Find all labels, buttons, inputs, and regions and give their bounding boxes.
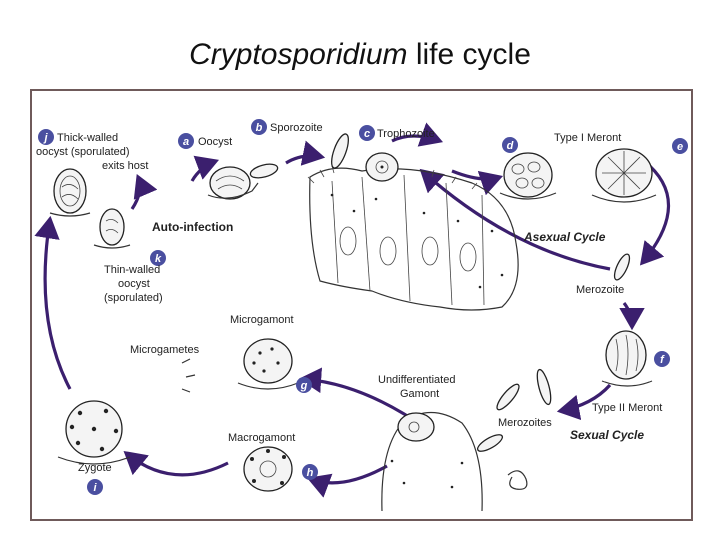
label-macrogamont: Macrogamont (228, 432, 295, 444)
badge-h-letter: h (307, 467, 314, 479)
stage-merozoite (613, 253, 631, 281)
label-auto-infection: Auto-infection (152, 220, 233, 234)
badge-k-letter: k (155, 253, 162, 265)
label-trophozoite: Trophozoite (377, 128, 435, 140)
badge-g-letter: g (300, 380, 308, 392)
stage-d-type1-meront (499, 152, 557, 200)
label-merozoite: Merozoite (576, 284, 624, 296)
stage-h-macrogamont (243, 446, 293, 492)
badge-b: b (251, 119, 267, 135)
arrow-c-to-d (451, 169, 504, 196)
arrow-merozoite-to-typeII (619, 302, 645, 331)
stage-c-trophozoite (365, 152, 399, 182)
slide-title: Cryptosporidium life cycle (0, 38, 720, 72)
label-sporozoite: Sporozoite (270, 122, 323, 134)
badge-c: c (359, 125, 375, 141)
arrow-a-to-b (285, 140, 326, 166)
stage-a-oocyst (207, 163, 279, 200)
label-thin-oocyst: oocyst (118, 278, 150, 290)
label-merozoites: Merozoites (498, 417, 552, 429)
stage-k-thin-oocyst (93, 208, 131, 249)
title-rest-part: life cycle (407, 38, 531, 71)
arrow-macrogamont-to-zygote (123, 450, 229, 477)
badge-k: k (150, 250, 166, 266)
label-oocyst: Oocyst (198, 136, 232, 148)
stage-microgametes (181, 358, 196, 393)
stage-i-zygote (57, 400, 131, 465)
label-sexual-cycle: Sexual Cycle (570, 428, 644, 442)
stage-undifferentiated-gamont (381, 411, 483, 512)
label-microgametes: Microgametes (130, 344, 200, 356)
badge-j-letter: j (42, 132, 48, 144)
badge-i-letter: i (93, 482, 97, 494)
badge-b-letter: b (256, 122, 263, 134)
host-epithelium (307, 165, 519, 311)
label-zygote: Zygote (78, 462, 112, 474)
label-gamont: Gamont (400, 388, 439, 400)
badge-e-letter: e (677, 141, 683, 153)
badge-h: h (302, 464, 318, 480)
stage-merozoites-pair (476, 368, 552, 452)
label-type1-meront: Type I Meront (554, 132, 621, 144)
stage-j-thick-oocyst (49, 168, 91, 217)
stage-b-sporozoite (331, 133, 349, 169)
cycle-arrows (34, 122, 671, 498)
badge-i: i (87, 479, 103, 495)
arrow-auto-infection (130, 174, 158, 210)
badge-d-letter: d (507, 140, 514, 152)
arrow-b-to-c (391, 122, 444, 147)
label-thick-walled: Thick-walled (57, 132, 118, 144)
badge-a-letter: a (183, 136, 189, 148)
arrow-gamont-to-macrogamont (307, 464, 388, 498)
stage-e-mature-meront (591, 148, 657, 203)
arrow-typeII-to-merozoites (556, 383, 612, 421)
label-microgamont: Microgamont (230, 314, 294, 326)
life-cycle-diagram: j a b c d e f g h i k Thick-walled oocys… (34, 119, 688, 512)
label-thin-sporulated: (sporulated) (104, 292, 163, 304)
label-oocyst-sporulated: oocyst (sporulated) (36, 146, 130, 158)
stage-g-microgamont (237, 338, 299, 390)
label-thin-walled: Thin-walled (104, 264, 160, 276)
stage-loose-sporozoite (507, 470, 528, 490)
badge-d: d (502, 137, 518, 153)
badge-e: e (672, 138, 688, 154)
badge-j: j (38, 129, 54, 145)
badge-g: g (296, 377, 312, 393)
arrow-asexual-return (419, 168, 611, 271)
life-cycle-figure: j a b c d e f g h i k Thick-walled oocys… (30, 89, 693, 521)
label-asexual-cycle: Asexual Cycle (523, 230, 606, 244)
arrow-e-to-merozoite (639, 159, 671, 266)
badge-a: a (178, 133, 194, 149)
title-italic-part: Cryptosporidium (189, 38, 408, 71)
arrow-j-to-a (190, 155, 219, 182)
label-type2-meront: Type II Meront (592, 402, 662, 414)
badge-f: f (654, 351, 670, 367)
badge-c-letter: c (364, 128, 370, 140)
stage-f-type2-meront (601, 330, 653, 387)
label-exits-host: exits host (102, 160, 148, 172)
label-undifferentiated: Undifferentiated (378, 374, 455, 386)
badge-f-letter: f (660, 354, 665, 366)
arrow-zygote-to-thick-oocyst (34, 215, 72, 390)
